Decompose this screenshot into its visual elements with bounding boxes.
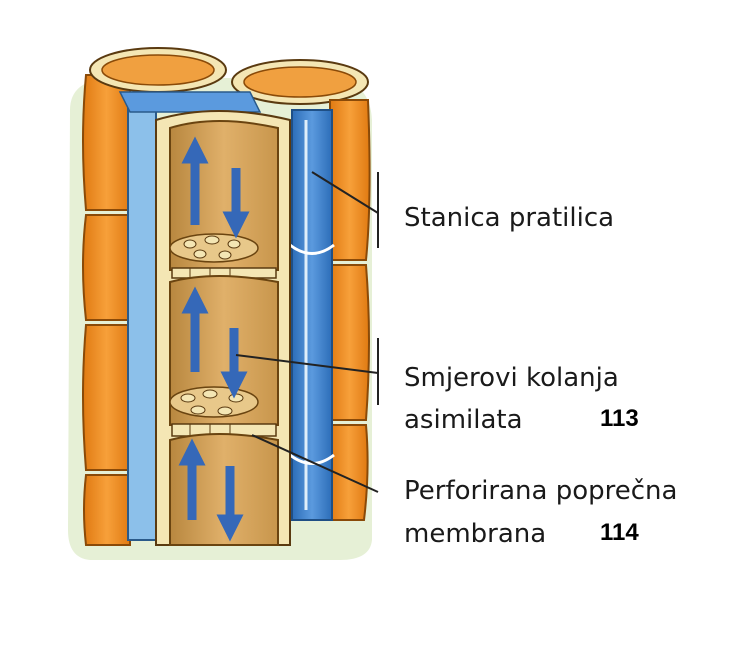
number-plate: 114	[600, 519, 639, 546]
number-flow: 113	[600, 405, 639, 432]
right-outer-cells	[329, 99, 371, 521]
label-companion-cell: Stanica pratilica	[404, 203, 615, 233]
label-plate-line2: membrana	[404, 519, 547, 549]
left-companion-column	[127, 99, 157, 541]
left-outer-cells	[82, 74, 131, 546]
label-flow-line1: Smjerovi kolanja	[404, 363, 619, 393]
label-plate-line1: Perforirana poprečna	[404, 476, 678, 506]
leader-lines	[235, 171, 379, 493]
sieve-tube	[155, 110, 291, 546]
sieve-element-3	[169, 433, 279, 546]
flow-arrows	[178, 136, 250, 542]
label-flow-line2: asimilata	[404, 405, 523, 435]
companion-cell	[289, 109, 335, 521]
